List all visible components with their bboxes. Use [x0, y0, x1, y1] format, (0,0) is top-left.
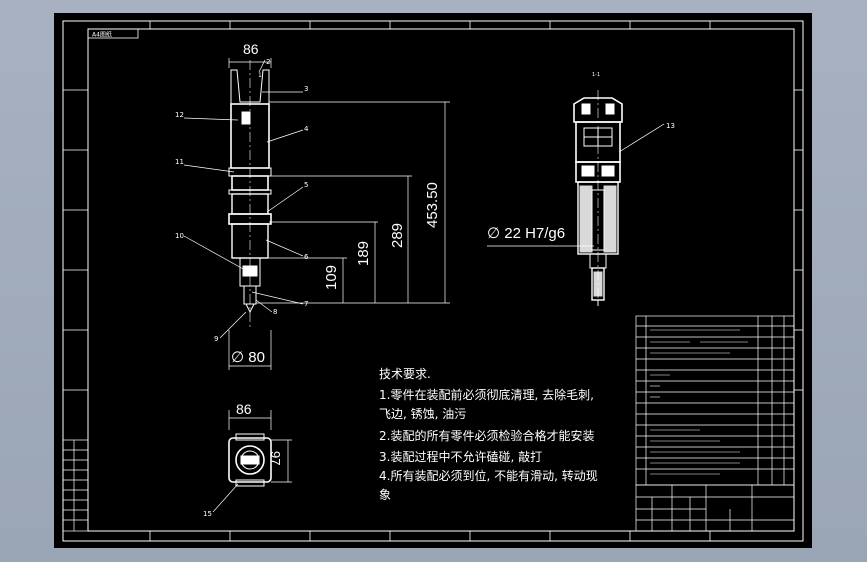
balloon-9: 9 [214, 335, 218, 343]
dim-dia80: ∅ 80 [231, 349, 265, 366]
bottom-view [212, 410, 292, 513]
tech-heading: 技术要求. [379, 367, 431, 381]
balloon-4: 4 [304, 125, 309, 133]
dim-189: 189 [355, 241, 372, 266]
main-view [228, 60, 272, 330]
title-block [635, 484, 795, 532]
main-dimensions [228, 58, 450, 370]
title-tab-text: A4图纸 [92, 31, 112, 39]
section-dimensions [487, 123, 665, 247]
tech-requirements: 技术要求. 1.零件在装配前必须彻底清理, 去除毛刺, 飞边, 锈蚀, 油污 2… [379, 367, 598, 502]
balloon-15: 15 [203, 510, 212, 518]
balloon-6: 6 [304, 253, 309, 261]
balloon-10: 10 [175, 232, 184, 240]
hatch-right [603, 185, 617, 253]
section-mark: 1-1 [592, 72, 600, 78]
inner-frame [87, 28, 795, 532]
balloon-5: 5 [304, 181, 308, 189]
dim-top-width: 86 [243, 41, 259, 57]
hatch-left [579, 185, 593, 253]
tech-line-1: 1.零件在装配前必须彻底清理, 去除毛刺, [379, 387, 594, 402]
stem-block [242, 265, 258, 277]
tip-point [245, 303, 255, 314]
balloon-13: 13 [666, 122, 675, 130]
dim-109: 109 [323, 265, 340, 290]
leader-lines [183, 59, 304, 339]
tech-line-6: 象 [379, 488, 391, 502]
balloon-3: 3 [304, 85, 308, 93]
tip [243, 285, 257, 305]
housing-window [241, 111, 251, 125]
balloon-12: 12 [175, 111, 184, 119]
balloon-2: 2 [266, 58, 270, 66]
dim-97: 97 [268, 451, 283, 465]
zone-ticks [63, 21, 803, 541]
section-view [573, 90, 623, 306]
title-tab [87, 28, 139, 39]
balloon-11: 11 [175, 158, 184, 166]
balloon-8: 8 [273, 308, 277, 316]
outer-frame [62, 20, 804, 542]
dim-289: 289 [389, 223, 406, 248]
parts-list-entries [650, 329, 748, 475]
tech-line-4: 3.装配过程中不允许磕碰, 敲打 [379, 449, 542, 464]
dim-bottom-width: 86 [236, 401, 252, 417]
side-table [62, 439, 89, 532]
tech-line-3: 2.装配的所有零件必须检验合格才能安装 [379, 428, 594, 443]
tech-line-5: 4.所有装配必须到位, 不能有滑动, 转动现 [379, 468, 598, 483]
balloon-7: 7 [304, 300, 308, 308]
tech-line-2: 飞边, 锈蚀, 油污 [379, 407, 466, 421]
balloon-1: 1 [258, 72, 262, 79]
dim-fit: ∅ 22 H7/g6 [487, 225, 565, 242]
dim-453: 453.50 [424, 182, 441, 228]
drawing-sheet [54, 13, 812, 548]
